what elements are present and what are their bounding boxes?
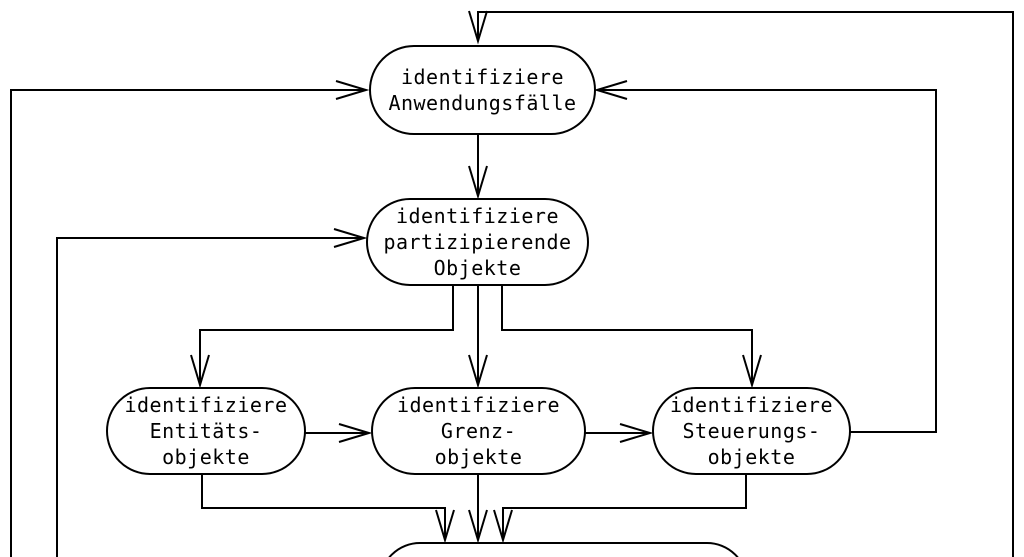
edge-loop-left-to-participating [56, 228, 368, 557]
edge-entity-to-bottom [201, 474, 455, 544]
edge-participating-to-control [501, 285, 762, 389]
edge-loop-left-to-usecases [10, 80, 370, 557]
edge-loop-right-to-usecases-top [468, 10, 1014, 557]
node-shape-bottom-cut-off [388, 542, 739, 557]
node-group [106, 45, 851, 557]
node-shape-identify-participating-objects [366, 198, 589, 286]
node-shape-identify-entity-objects [106, 387, 306, 475]
edge-control-to-bottom [493, 474, 747, 544]
node-shape-identify-use-cases [369, 45, 596, 135]
edge-group [10, 10, 1014, 557]
edge-control-to-usecases [593, 80, 937, 433]
node-shape-identify-control-objects [652, 387, 851, 475]
edge-participating-to-entity [190, 285, 454, 389]
node-shape-identify-boundary-objects [371, 387, 586, 475]
